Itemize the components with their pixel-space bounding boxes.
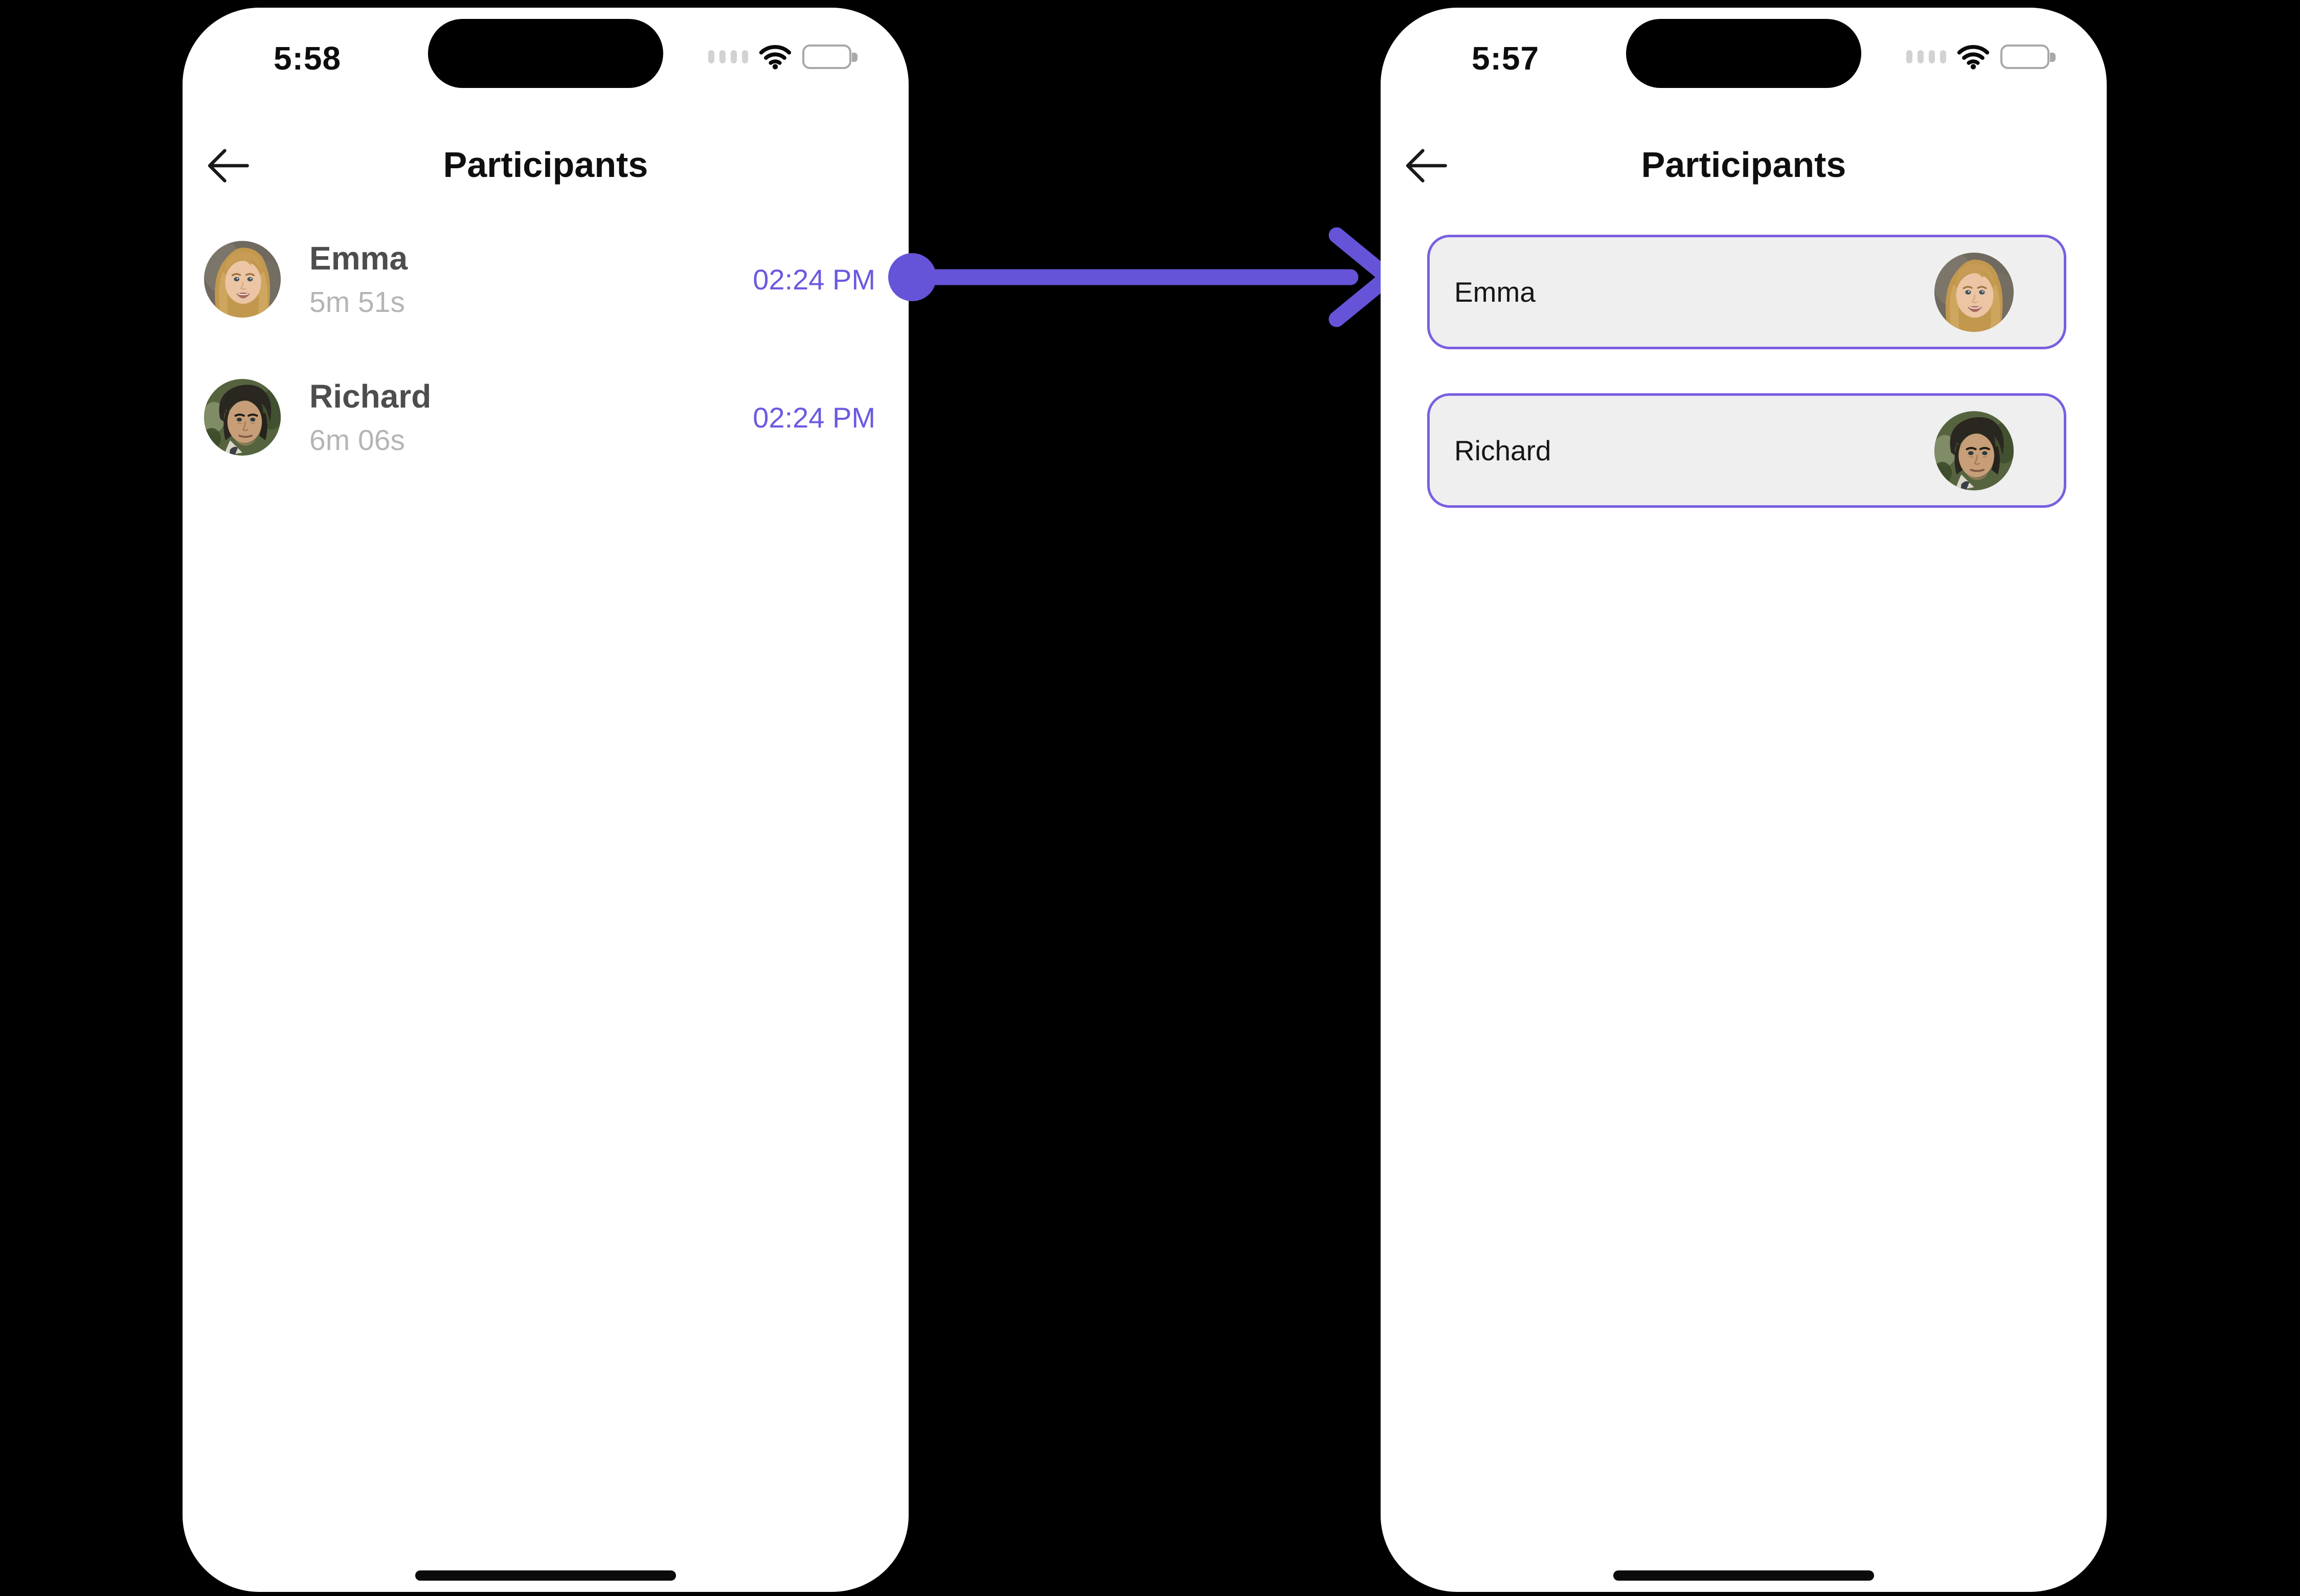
battery-icon (802, 44, 858, 69)
phone-right: 5:57 Participants Emma Richard (1381, 8, 2107, 1592)
participant-join-time: 02:24 PM (753, 401, 875, 434)
dynamic-island (428, 19, 663, 88)
participant-card-richard[interactable]: Richard (1427, 393, 2066, 508)
status-time: 5:58 (274, 40, 342, 77)
status-icons (708, 41, 858, 72)
participant-info: Emma 5m 51s (309, 239, 408, 319)
participant-card-emma[interactable]: Emma (1427, 235, 2066, 349)
home-indicator[interactable] (1613, 1570, 1874, 1581)
emma-avatar (204, 241, 281, 318)
cellular-signal-icon (1906, 50, 1946, 63)
home-indicator[interactable] (415, 1570, 676, 1581)
participant-info: Richard 6m 06s (309, 377, 431, 457)
status-time: 5:57 (1472, 40, 1540, 77)
emma-avatar (1934, 252, 2014, 332)
participant-join-time: 02:24 PM (753, 263, 875, 296)
page-title: Participants (1641, 145, 1846, 185)
participant-name: Richard (1454, 435, 1551, 466)
nav-header: Participants (183, 138, 909, 197)
nav-header: Participants (1381, 138, 2107, 197)
richard-avatar (1934, 411, 2014, 490)
participant-name: Richard (309, 378, 432, 415)
wifi-icon (758, 43, 792, 70)
transition-arrow-icon (888, 220, 1399, 334)
participants-list: Emma 5m 51s 02:24 PM Richard 6m 06s 02:2… (183, 236, 909, 512)
participants-cards: Emma Richard (1427, 235, 2066, 552)
wifi-icon (1956, 43, 1990, 70)
participant-duration: 6m 06s (309, 424, 405, 457)
phone-left: 5:58 Participants Emma 5m 51s 02:24 PM (183, 8, 909, 1592)
participant-duration: 5m 51s (309, 286, 405, 319)
dynamic-island (1626, 19, 1861, 88)
participant-row-emma[interactable]: Emma 5m 51s 02:24 PM (183, 236, 909, 323)
richard-avatar (204, 379, 281, 456)
participant-name: Emma (1454, 276, 1536, 308)
status-icons (1906, 41, 2056, 72)
cellular-signal-icon (708, 50, 748, 63)
page-title: Participants (443, 145, 648, 185)
participant-row-richard[interactable]: Richard 6m 06s 02:24 PM (183, 374, 909, 461)
participant-name: Emma (309, 240, 408, 277)
battery-icon (2000, 44, 2056, 69)
